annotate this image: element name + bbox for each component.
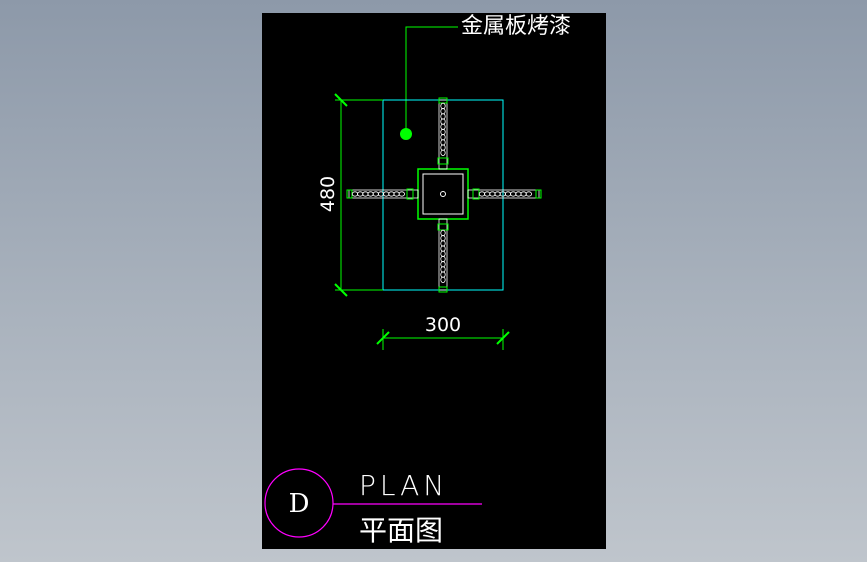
fixture (346, 97, 542, 293)
width-dim-tick-left (376, 331, 390, 345)
chain-link (483, 191, 491, 197)
detail-circle (264, 468, 334, 538)
chain-link (367, 191, 374, 197)
leader-annotation: 金属板烤漆 (400, 14, 571, 140)
leader-dot (400, 128, 412, 140)
leader-line (405, 26, 458, 134)
plan-drawing: 金属板烤漆 480 300 (264, 14, 571, 547)
chain-link (504, 191, 512, 197)
chain-link (440, 271, 446, 278)
chain-link (440, 139, 446, 146)
chain-link (440, 245, 446, 252)
chain-link (440, 260, 446, 268)
cad-viewport[interactable]: 金属板烤漆 480 300 (262, 13, 606, 549)
chain-link (398, 191, 405, 197)
chain-link (440, 266, 446, 273)
chain-link (440, 107, 446, 115)
chain-link (440, 149, 446, 156)
title-block: D PLAN 平面图 (264, 468, 482, 547)
chain-link (393, 191, 400, 197)
chain-link (509, 191, 517, 197)
chain-link (356, 191, 364, 197)
title-chinese: 平面图 (359, 514, 443, 547)
chain-links (351, 102, 532, 283)
width-dimension: 300 (376, 314, 510, 350)
chain-link (362, 191, 369, 197)
chain-link (515, 191, 522, 197)
collar-top (437, 157, 449, 165)
leader-label: 金属板烤漆 (461, 14, 571, 39)
collar-bottom (437, 223, 449, 231)
chain-link (440, 102, 446, 110)
chain-link (440, 229, 446, 237)
height-dim-text: 480 (317, 176, 339, 212)
chain-link (440, 276, 446, 283)
fixture-outer-square (417, 168, 469, 220)
height-dim-tick-bottom (334, 283, 348, 297)
fixture-inner-square (422, 173, 464, 215)
chain-link (440, 113, 446, 120)
cap-bottom (438, 286, 448, 293)
chain-link (382, 191, 390, 197)
width-dim-tick-right (496, 331, 510, 345)
chain-link (440, 118, 446, 125)
chain-link (520, 191, 527, 197)
chain-link (440, 250, 446, 257)
cap-left (346, 189, 353, 199)
height-dim-tick-top (334, 93, 348, 107)
arm-right (467, 189, 540, 199)
chain-link (525, 191, 532, 197)
arm-top (438, 99, 448, 170)
chain-link (494, 191, 501, 197)
collar-right (472, 188, 480, 200)
arm-bottom (438, 218, 448, 291)
chain-link (440, 144, 446, 151)
chain-link (478, 191, 486, 197)
chain-link (440, 234, 446, 242)
chain-link (372, 191, 379, 197)
chain-link (351, 191, 359, 197)
collar-left (406, 188, 414, 200)
chain-link (440, 128, 446, 136)
chain-link (388, 191, 395, 197)
width-dim-text: 300 (425, 314, 461, 336)
title-english: PLAN (359, 469, 448, 502)
fixture-center-hole (440, 191, 446, 197)
chain-link (489, 191, 496, 197)
chain-link (440, 255, 446, 263)
detail-letter: D (289, 489, 310, 519)
chain-link (440, 123, 446, 130)
cap-right (535, 189, 542, 199)
chain-link (440, 240, 446, 247)
arm-left (348, 189, 419, 199)
height-dimension: 480 (317, 93, 383, 297)
chain-link (440, 133, 446, 141)
